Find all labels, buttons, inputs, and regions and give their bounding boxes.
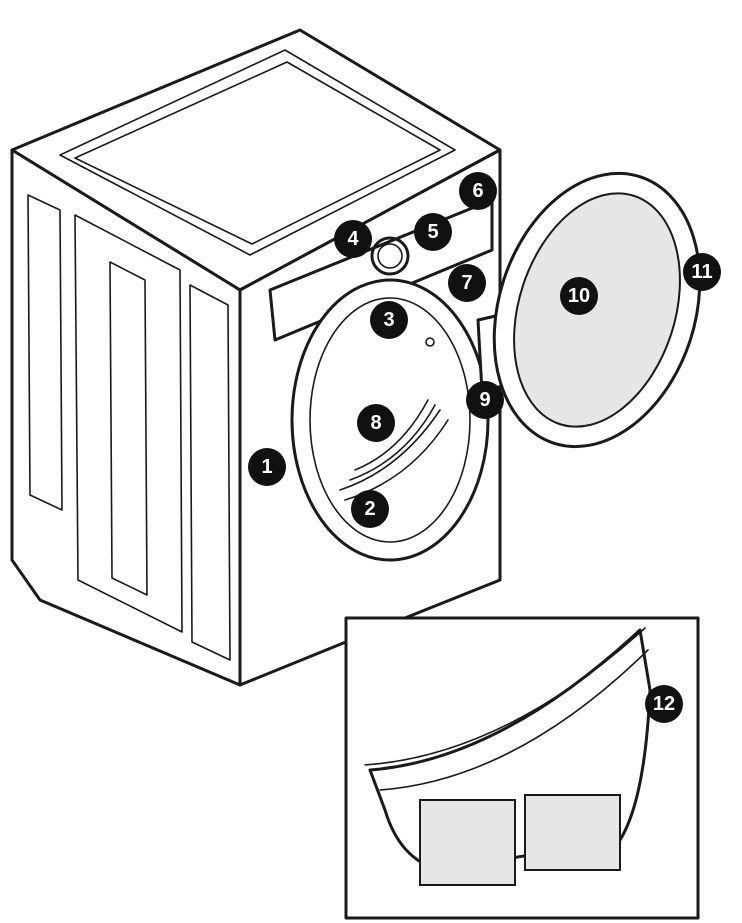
- callout-9: 9: [466, 381, 504, 419]
- callout-8: 8: [357, 404, 395, 442]
- side-panel-1: [27, 194, 63, 511]
- lint-screen-right: [524, 794, 621, 871]
- callout-4: 4: [334, 220, 372, 258]
- callout-7: 7: [448, 264, 486, 302]
- control-knob: [370, 236, 410, 276]
- side-panel-2: [74, 214, 183, 633]
- callout-10: 10: [560, 277, 598, 315]
- callout-3: 3: [370, 301, 408, 339]
- callout-11: 11: [683, 253, 721, 291]
- door-glass: [513, 192, 681, 428]
- callout-2: 2: [351, 490, 389, 528]
- top-lid-outline: [59, 49, 456, 256]
- callout-1: 1: [248, 448, 286, 486]
- callout-12: 12: [645, 685, 683, 723]
- lint-filter-mesh-top: [364, 627, 649, 791]
- cabinet-left-side: [10, 148, 242, 687]
- side-panel-3: [109, 261, 148, 596]
- callout-6: 6: [459, 172, 497, 210]
- side-panel-4: [189, 284, 231, 661]
- callout-5: 5: [414, 213, 452, 251]
- lint-screen-left: [419, 799, 516, 886]
